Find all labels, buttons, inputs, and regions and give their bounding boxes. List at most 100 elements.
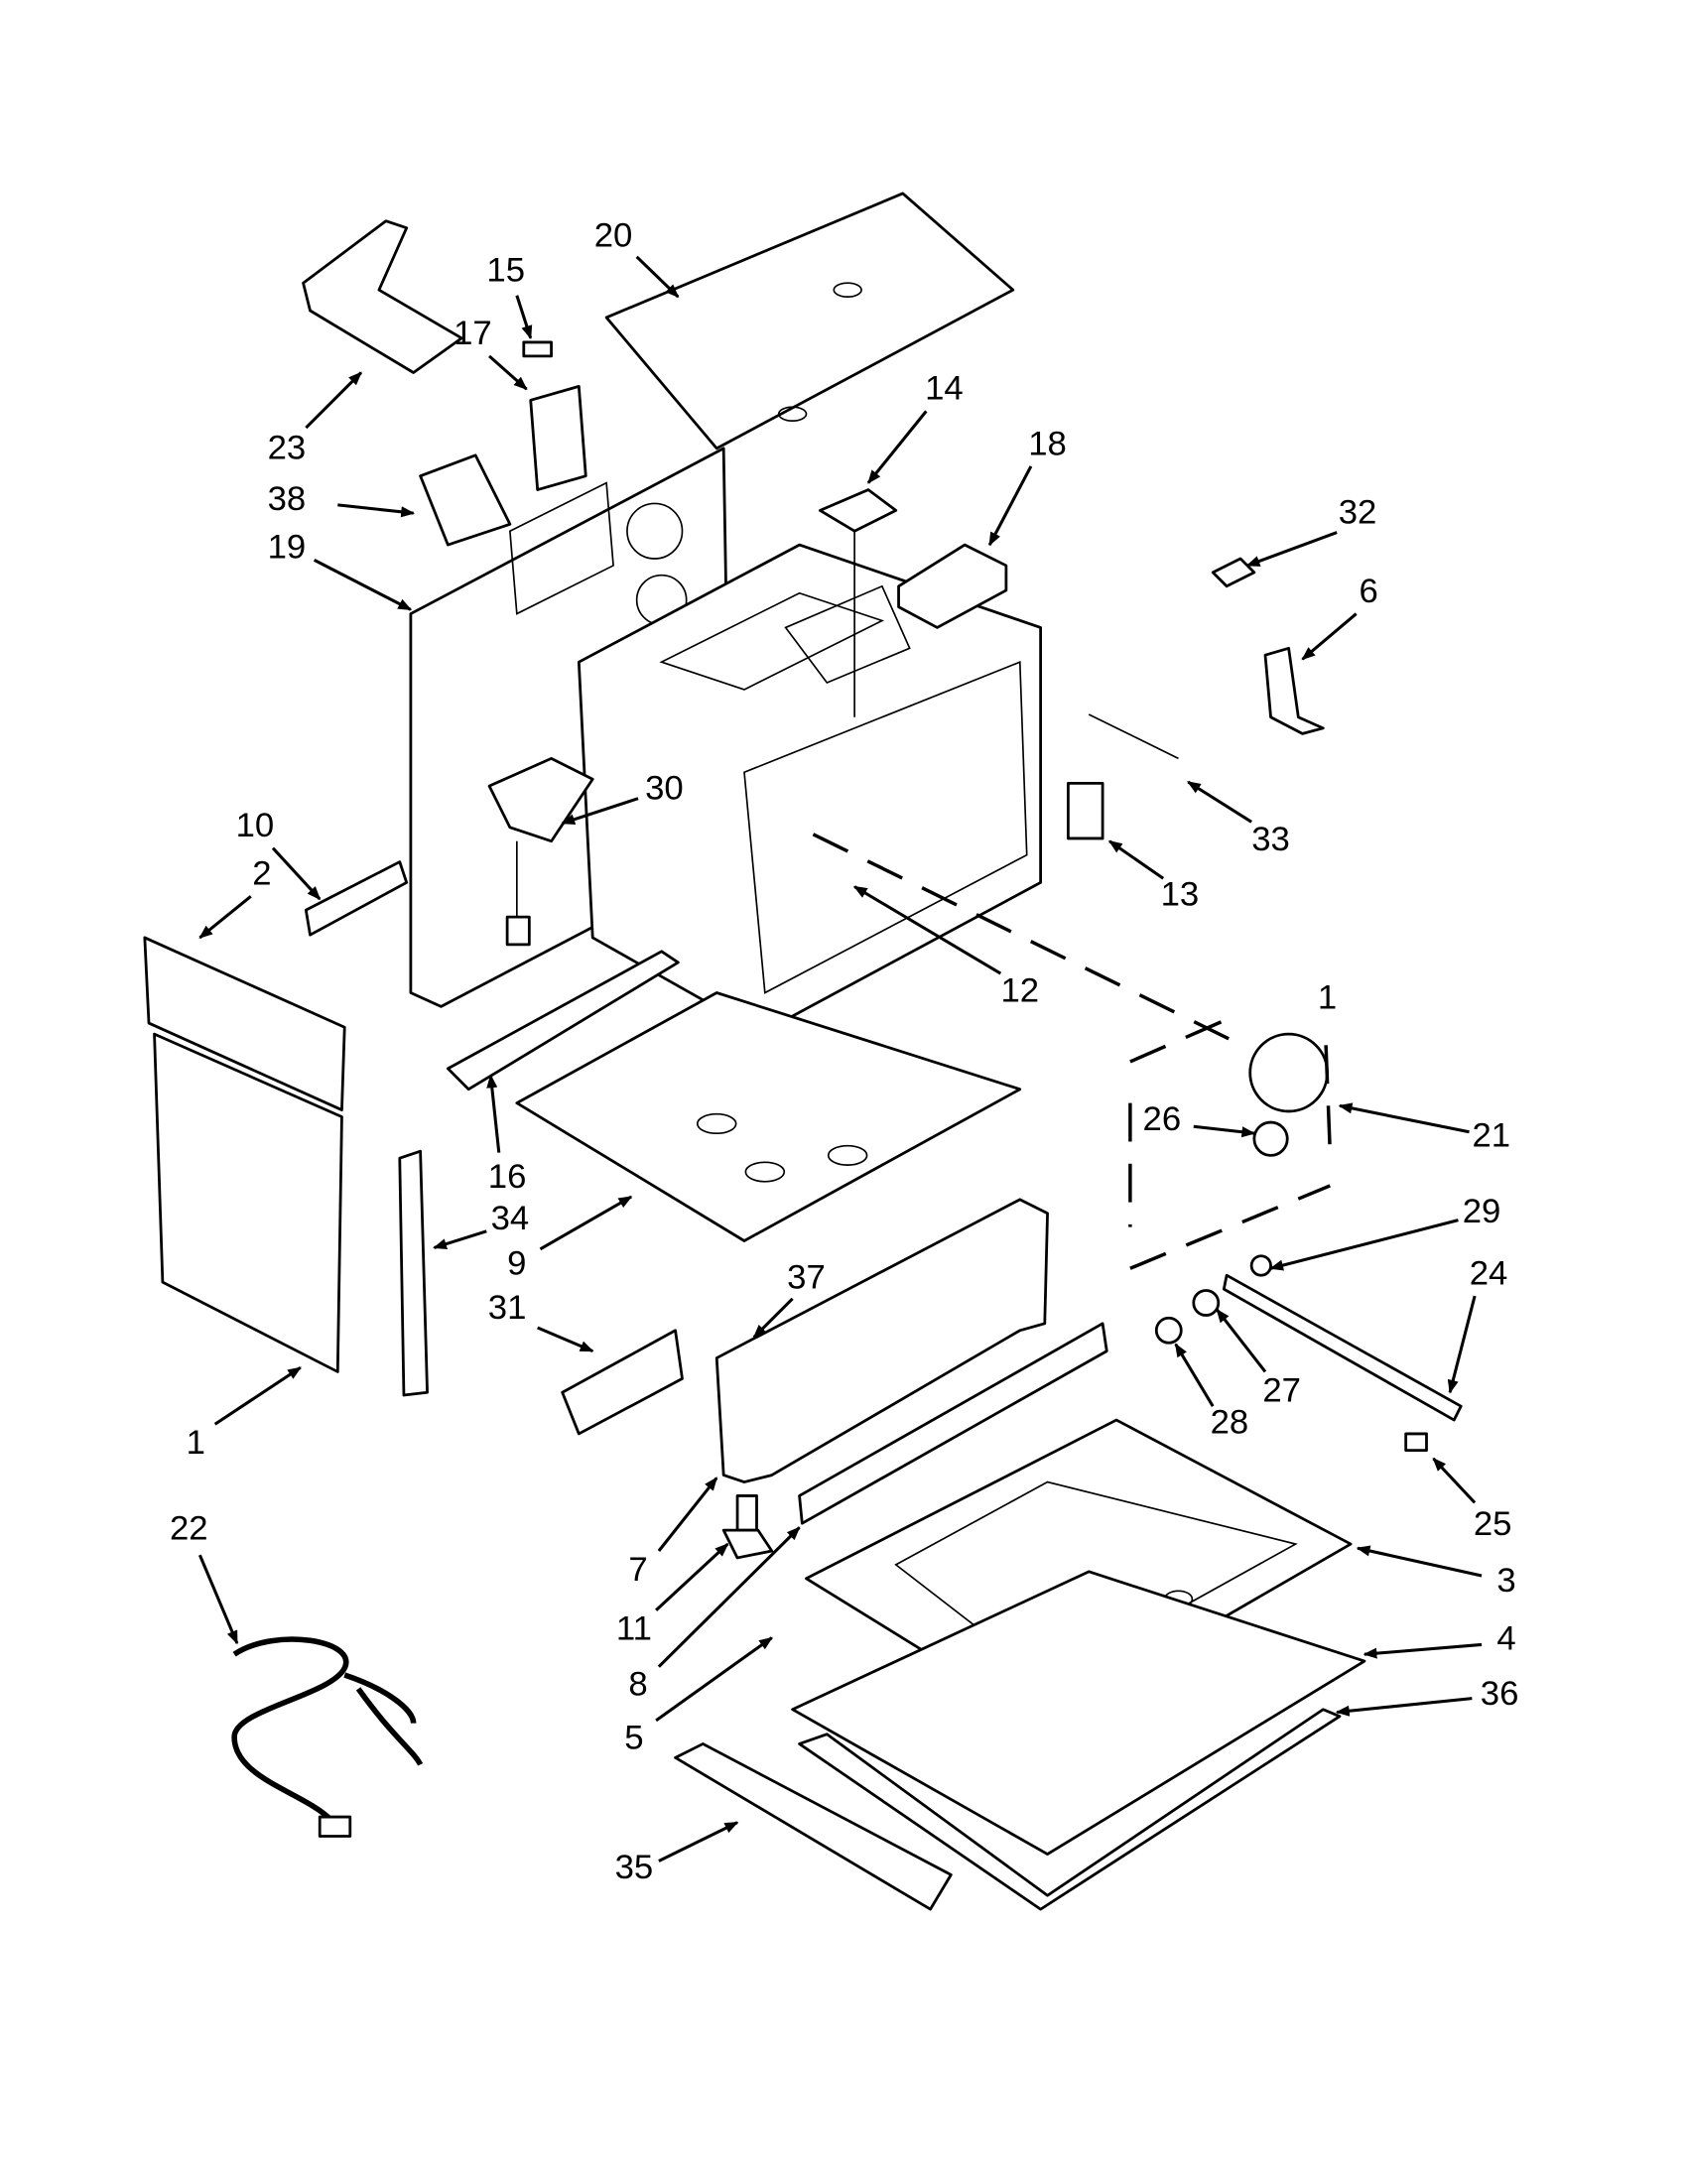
callout-arrow-35: [658, 1821, 739, 1863]
part-upper-side-panel: [143, 936, 346, 1111]
callout-label-8: 8: [628, 1665, 647, 1703]
callout-label-21: 21: [1472, 1117, 1510, 1155]
part-nut: [1249, 1254, 1272, 1277]
callout-label-2: 2: [252, 855, 271, 893]
part-screw: [522, 340, 553, 358]
callout-label-26: 26: [1143, 1100, 1182, 1138]
callout-label-28: 28: [1211, 1403, 1249, 1441]
callout-label-30: 30: [645, 770, 684, 808]
callout-arrow-31: [537, 1326, 594, 1353]
callout-label-29: 29: [1463, 1193, 1501, 1230]
callout-label-24: 24: [1470, 1254, 1508, 1292]
callout-arrow-28: [1174, 1343, 1215, 1407]
callout-label-1: 1: [187, 1424, 205, 1462]
callout-arrow-32: [1245, 531, 1338, 568]
callout-arrow-5: [655, 1636, 773, 1723]
part-terminal-block: [446, 950, 680, 1092]
part-strip: [304, 860, 409, 937]
callout-label-4: 4: [1496, 1619, 1515, 1657]
callout-label-27: 27: [1262, 1371, 1301, 1409]
part-trim: [398, 1149, 429, 1397]
part-rail: [798, 1322, 1108, 1525]
callout-label-5: 5: [624, 1719, 643, 1756]
callout-arrow-2: [198, 895, 252, 940]
callout-label-3: 3: [1496, 1562, 1515, 1600]
part-switch: [1067, 782, 1104, 840]
callout-label-20: 20: [594, 217, 633, 255]
callout-label-33: 33: [1251, 821, 1290, 858]
callout-arrow-26: [1193, 1124, 1256, 1138]
callout-arrow-37: [752, 1297, 794, 1339]
callout-label-15: 15: [486, 251, 525, 289]
callout-arrow-36: [1335, 1697, 1473, 1717]
callout-label-12: 12: [1000, 972, 1039, 1010]
part-drawer-rail: [798, 1708, 1342, 1911]
callout-arrow-10: [271, 846, 322, 901]
callout-label-16: 16: [488, 1158, 527, 1196]
part-power-cord: [231, 1636, 424, 1822]
callout-arrow-9: [539, 1195, 633, 1251]
callout-arrow-15: [515, 295, 533, 340]
part-rear-rail: [674, 1742, 953, 1911]
part-sensor-bracket: [1263, 646, 1325, 735]
part-front-frame: [714, 1198, 1049, 1483]
part-control-box: [897, 543, 1008, 629]
callout-label-10: 10: [236, 807, 275, 844]
part-bottom-panel: [791, 1570, 1366, 1856]
callout-label-9: 9: [507, 1245, 526, 1283]
callout-arrow-3: [1356, 1545, 1483, 1578]
callout-arrow-17: [488, 354, 528, 391]
callout-arrow-20: [635, 255, 680, 299]
part-light-housing: [1248, 1032, 1329, 1113]
callout-arrow-33: [1187, 780, 1252, 824]
part-leveling-leg: [721, 1528, 774, 1560]
part-valve: [819, 488, 898, 533]
part-fan: [487, 757, 594, 843]
part-side-panel: [153, 1032, 343, 1373]
callout-label-35: 35: [615, 1849, 654, 1886]
callout-label-32: 32: [1339, 494, 1377, 532]
part-duct: [302, 219, 463, 374]
part-slide-rail: [1222, 1273, 1463, 1422]
callout-arrow-11: [655, 1542, 729, 1611]
callout-arrow-14: [866, 410, 928, 484]
callout-label-38: 38: [268, 480, 307, 518]
callout-label-7: 7: [628, 1551, 647, 1589]
callout-label-36: 36: [1481, 1675, 1519, 1713]
part-top-panel: [604, 192, 1015, 450]
part-bulb: [1252, 1120, 1289, 1157]
callout-arrow-30: [561, 797, 639, 826]
callout-label-31: 31: [488, 1289, 527, 1327]
callout-arrow-1: [213, 1366, 302, 1426]
callout-label-34: 34: [491, 1200, 530, 1237]
callout-arrow-19: [313, 559, 413, 611]
part-grommet: [1192, 1289, 1221, 1317]
callout-arrow-12: [852, 885, 1002, 975]
part-bracket-31: [561, 1329, 684, 1436]
part-clip: [1211, 557, 1256, 588]
part-cover-plate: [419, 453, 512, 547]
callout-label-22: 22: [170, 1509, 208, 1547]
callout-arrow-7: [657, 1477, 718, 1552]
callout-arrow-27: [1216, 1308, 1267, 1373]
callout-label-18: 18: [1028, 425, 1067, 462]
callout-arrow-38: [337, 503, 416, 518]
callout-label-6: 6: [1360, 573, 1378, 610]
callout-label-23: 23: [268, 429, 307, 466]
part-knob: [1154, 1316, 1183, 1345]
callout-arrow-21: [1338, 1102, 1470, 1134]
callout-label-17: 17: [454, 315, 492, 352]
callout-arrow-25: [1432, 1457, 1477, 1504]
callout-label-25: 25: [1474, 1505, 1512, 1543]
callout-arrow-18: [987, 465, 1033, 547]
parts-drawing: [143, 192, 1463, 1911]
callout-label-11: 11: [616, 1610, 652, 1648]
part-oven-cavity: [577, 543, 1042, 1029]
callout-label-13: 13: [1161, 875, 1200, 913]
callout-label-37: 37: [787, 1259, 826, 1297]
callout-label-14: 14: [925, 370, 964, 408]
callout-label-1: 1: [1318, 979, 1337, 1017]
callout-arrow-4: [1363, 1642, 1483, 1659]
